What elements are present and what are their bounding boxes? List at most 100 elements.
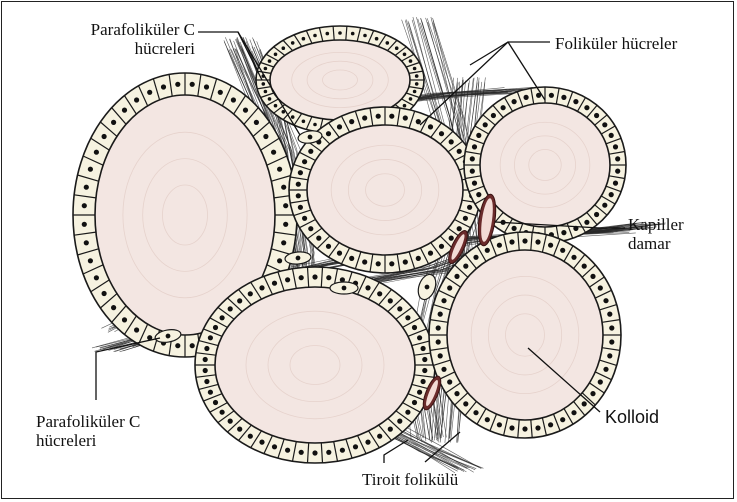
parafollicular-c-cell <box>330 282 358 294</box>
cell-nucleus <box>436 325 441 330</box>
cell-nucleus <box>231 97 236 102</box>
cell-nucleus <box>313 34 317 38</box>
cell-nucleus <box>161 84 166 89</box>
cell-nucleus <box>403 104 407 108</box>
cell-nucleus <box>439 131 444 136</box>
cell-nucleus <box>472 181 477 186</box>
cell-nucleus <box>609 339 614 344</box>
cell-nucleus <box>598 285 603 290</box>
cell-nucleus <box>111 305 116 310</box>
cell-nucleus <box>511 99 516 104</box>
cell-nucleus <box>405 410 410 415</box>
cell-nucleus <box>472 144 477 149</box>
cell-nucleus <box>88 258 93 263</box>
cell-nucleus <box>476 133 481 138</box>
cell-nucleus <box>285 277 290 282</box>
cell-nucleus <box>102 134 107 139</box>
cell-nucleus <box>615 169 620 174</box>
colloid <box>215 287 415 443</box>
cell-nucleus <box>175 343 180 348</box>
cell-nucleus <box>190 343 195 348</box>
cell-nucleus <box>485 248 490 253</box>
cell-nucleus <box>326 32 330 36</box>
cell-nucleus <box>497 422 502 427</box>
cell-nucleus <box>337 124 342 129</box>
cell-nucleus <box>316 236 321 241</box>
cell-nucleus <box>291 41 295 45</box>
cell-nucleus <box>268 59 272 63</box>
cell-nucleus <box>412 325 417 330</box>
cell-nucleus <box>463 401 468 406</box>
cell-nucleus <box>312 274 317 279</box>
cell-nucleus <box>208 390 213 395</box>
cell-nucleus <box>190 82 195 87</box>
cell-nucleus <box>524 95 529 100</box>
cell-nucleus <box>248 434 253 439</box>
cell-nucleus <box>413 67 417 71</box>
cell-nucleus <box>403 115 408 120</box>
cell-nucleus <box>417 335 422 340</box>
cell-nucleus <box>457 149 462 154</box>
cell-nucleus <box>82 203 87 208</box>
cell-nucleus <box>438 312 443 317</box>
follicle-bottom-right <box>429 232 621 438</box>
cell-nucleus <box>377 291 382 296</box>
cell-nucleus <box>561 95 566 100</box>
cell-nucleus <box>271 150 276 155</box>
cell-nucleus <box>302 216 307 221</box>
cell-nucleus <box>607 312 612 317</box>
cell-nucleus <box>272 281 277 286</box>
cell-nucleus <box>447 285 452 290</box>
cell-nucleus <box>283 222 288 227</box>
label-parafollicular-top: Parafoliküler C hücreleri <box>40 20 195 58</box>
cell-nucleus <box>403 259 408 264</box>
cell-nucleus <box>422 357 427 362</box>
cell-nucleus <box>416 119 421 124</box>
cell-nucleus <box>262 82 266 86</box>
cell-nucleus <box>535 425 540 430</box>
cell-nucleus <box>272 444 277 449</box>
cell-nucleus <box>377 434 382 439</box>
cell-nucleus <box>571 255 576 260</box>
cell-nucleus <box>376 114 381 119</box>
cell-nucleus <box>571 410 576 415</box>
cell-nucleus <box>282 46 286 50</box>
cell-nucleus <box>428 251 433 256</box>
cell-nucleus <box>412 400 417 405</box>
cell-nucleus <box>302 120 306 124</box>
cell-nucleus <box>417 390 422 395</box>
cell-nucleus <box>548 243 553 248</box>
cell-nucleus <box>436 339 441 344</box>
cell-nucleus <box>594 113 599 118</box>
cell-nucleus <box>134 327 139 332</box>
cell-nucleus <box>84 240 89 245</box>
label-parafollicular-top-line2: hücreleri <box>40 39 195 58</box>
cell-nucleus <box>395 46 399 50</box>
cell-nucleus <box>397 306 402 311</box>
cell-nucleus <box>403 53 407 57</box>
cell-nucleus <box>388 427 393 432</box>
cell-nucleus <box>454 274 459 279</box>
cell-nucleus <box>94 275 99 280</box>
cell-nucleus <box>602 203 607 208</box>
cell-nucleus <box>351 32 355 36</box>
label-colloid: Kolloid <box>605 408 659 427</box>
follicle-bottom-center <box>195 267 435 463</box>
cell-nucleus <box>397 419 402 424</box>
label-parafollicular-bottom-line2: hücreleri <box>36 431 140 450</box>
cell-nucleus <box>603 298 608 303</box>
cell-nucleus <box>522 426 527 431</box>
colloid <box>307 125 463 255</box>
cell-nucleus <box>598 379 603 384</box>
cell-nucleus <box>573 99 578 104</box>
cell-nucleus <box>248 291 253 296</box>
cell-nucleus <box>409 59 413 63</box>
cell-nucleus <box>102 291 107 296</box>
cell-nucleus <box>111 120 116 125</box>
cell-nucleus <box>454 391 459 396</box>
cell-nucleus <box>259 285 264 290</box>
cell-nucleus <box>463 264 468 269</box>
leader-line <box>470 42 508 65</box>
cell-nucleus <box>584 105 589 110</box>
cell-nucleus <box>549 93 554 98</box>
